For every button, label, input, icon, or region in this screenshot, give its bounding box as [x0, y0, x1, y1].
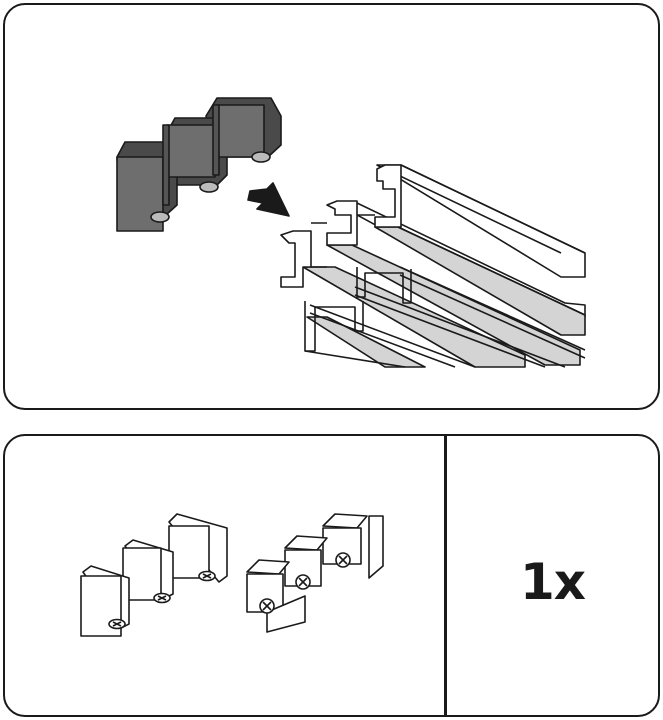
parts-illustration — [80, 513, 384, 637]
screw-icon — [259, 552, 351, 614]
insert-arrow-icon — [247, 182, 290, 217]
quantity-label: 1x — [519, 552, 586, 611]
glider-block — [116, 97, 282, 232]
panel-divider — [444, 436, 447, 715]
glider-part-cube — [246, 513, 384, 633]
parts-panel: 1x — [3, 434, 660, 717]
triple-track-rail — [280, 164, 586, 368]
assembly-illustration — [116, 97, 586, 368]
assembly-panel — [3, 3, 660, 410]
glider-part-flat — [80, 513, 228, 637]
screw-icon — [150, 151, 271, 223]
screw-icon — [108, 570, 216, 630]
